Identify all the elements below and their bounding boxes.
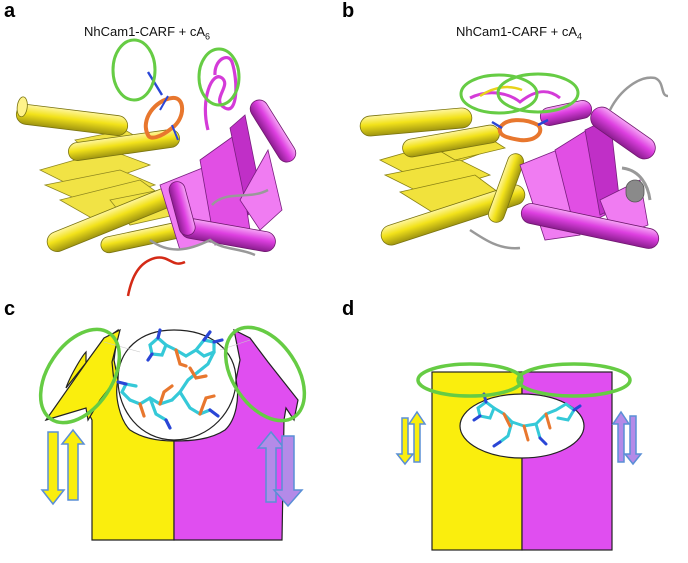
panel-b-gray-loop-2 (621, 166, 652, 201)
panel-label-c: c (4, 298, 16, 320)
panel-d-ligand (472, 392, 582, 448)
panel-b-structure (359, 72, 669, 250)
panel-a-gray-loop (149, 238, 256, 257)
panel-label-a: a (4, 0, 16, 22)
panel-b-top-loop-yellow (479, 85, 523, 98)
panel-c-cartoon (38, 325, 307, 541)
panel-a-ligand (143, 71, 185, 141)
panel-a-title-subscript: 6 (205, 31, 211, 42)
panel-a-magenta-sheets (159, 114, 283, 251)
panel-b-ligand (491, 118, 549, 143)
panel-b-highlight-ring-right (496, 72, 580, 114)
panel-c-highlight-ring-right (223, 325, 307, 423)
panel-d-highlight-ring-right (516, 362, 632, 398)
panel-b-yellow-helices (359, 107, 526, 246)
panel-b-gray-loop-3 (469, 228, 521, 250)
panel-c-arrows-right (256, 430, 304, 508)
panel-c-ligand (116, 328, 224, 430)
panel-a-gray-loop-2 (211, 188, 269, 206)
panel-d-highlight-ring-left (416, 362, 524, 398)
panel-a-structure (15, 38, 297, 297)
panel-b-title-subscript: 4 (577, 31, 583, 42)
panel-d-arrows-left (395, 410, 427, 466)
panel-d-arrows-right (611, 410, 643, 466)
panel-b-highlight-ring-left (459, 73, 539, 115)
panel-b-gray-loop (608, 76, 669, 111)
panel-b-title: NhCam1-CARF + cA4 (456, 24, 582, 42)
panel-c-highlight-ring-left (38, 327, 122, 425)
panel-label-d: d (342, 298, 355, 320)
panel-b-magenta-helices (520, 100, 660, 249)
panel-a-highlight-ring-right (197, 47, 241, 107)
panel-d-cartoon (395, 362, 643, 551)
panel-b-title-text: NhCam1-CARF + cA (456, 24, 577, 39)
panel-a-red-loop (126, 256, 186, 297)
panel-c-arrows-left (40, 428, 86, 506)
panel-label-b: b (342, 0, 355, 22)
panel-a-magenta-loop (203, 56, 238, 131)
panel-a-title-text: NhCam1-CARF + cA (84, 24, 205, 39)
panel-b-gray-helix (625, 179, 645, 203)
panel-a-magenta-helices (168, 99, 297, 252)
panel-a-highlight-ring-left (111, 38, 157, 102)
panel-a-title: NhCam1-CARF + cA6 (84, 24, 210, 42)
